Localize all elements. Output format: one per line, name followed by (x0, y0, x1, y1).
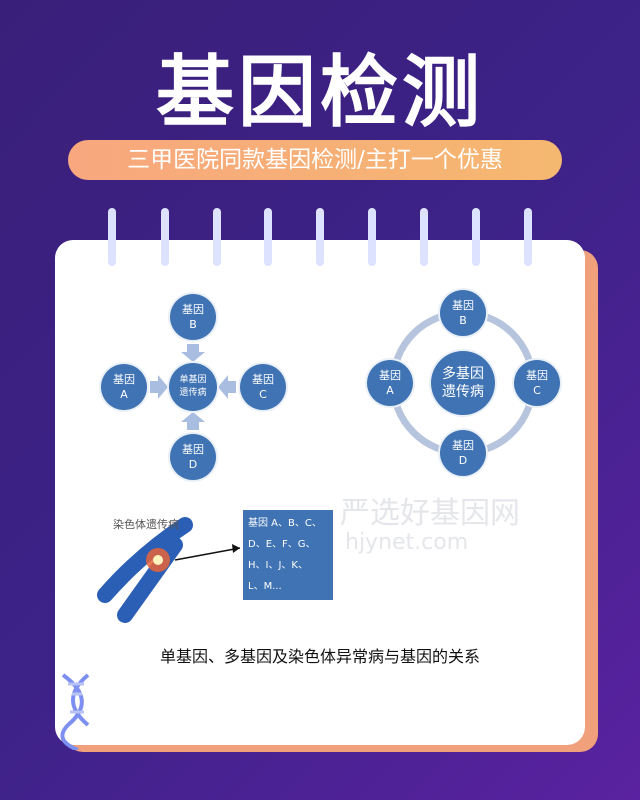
gene-list-line: L、M... (248, 581, 282, 592)
node-label: 基因 (379, 369, 401, 382)
gene-node: 基因 D (170, 434, 216, 480)
gene-list-line: D、E、F、G、 (248, 539, 316, 550)
gene-node: 单基因遗传病 (169, 363, 217, 411)
binding-ring (207, 208, 227, 270)
gene-list-line: 基因 A、B、C、 (248, 518, 322, 529)
subtitle-banner: 三甲医院同款基因检测/主打一个优惠 (68, 140, 562, 180)
gene-node: 基因 A (101, 364, 147, 410)
gene-list-box: 基因 A、B、C、 D、E、F、G、 H、I、J、K、 L、M... (243, 510, 333, 600)
node-letter: D (188, 458, 198, 471)
node-letter: 遗传病 (442, 384, 484, 400)
node-label: 基因 (182, 303, 204, 316)
binding-ring (310, 208, 330, 270)
node-label: 基因 (182, 443, 204, 456)
node-label: 多基因 (442, 366, 484, 382)
binding-ring (155, 208, 175, 270)
node-letter: C (259, 388, 267, 401)
arrows (150, 344, 236, 430)
node-label: 单基因 (179, 375, 207, 385)
binding-ring (466, 208, 486, 270)
gene-node: 基因 A (367, 360, 413, 406)
page-title: 基因检测 (155, 48, 484, 138)
binding-ring (518, 208, 538, 270)
node-letter: C (533, 384, 541, 397)
gene-node: 基因 C (240, 364, 286, 410)
gene-node: 基因 B (170, 294, 216, 340)
binding-ring (414, 208, 434, 270)
node-label: 基因 (252, 373, 274, 386)
binding-ring (102, 208, 122, 270)
gene-node: 多基因遗传病 (431, 351, 495, 415)
gene-node: 基因 B (440, 290, 486, 336)
dna-icon (60, 673, 90, 750)
node-label: 基因 (526, 369, 548, 382)
binding-ring (258, 208, 278, 270)
node-letter: B (459, 314, 467, 327)
chromosome-arrow (174, 547, 241, 561)
node-label: 基因 (452, 439, 474, 452)
node-letter: 遗传病 (179, 388, 207, 398)
node-letter: D (458, 454, 468, 467)
node-letter: A (120, 388, 128, 401)
node-label: 基因 (452, 299, 474, 312)
chromosome-label: 染色体遗传病 (113, 518, 179, 531)
figure-caption: 单基因、多基因及染色体异常病与基因的关系 (159, 647, 480, 666)
node-letter: A (386, 384, 394, 397)
watermark-url: hjynet.com (345, 530, 469, 555)
watermark-text: 严选好基因网 (340, 496, 520, 531)
chromosome-image (97, 517, 193, 623)
node-label: 基因 (113, 373, 135, 386)
binding-ring (362, 208, 382, 270)
gene-list-line: H、I、J、K、 (248, 560, 308, 571)
node-letter: B (189, 318, 197, 331)
gene-node: 基因 C (514, 360, 560, 406)
gene-node: 基因 D (440, 430, 486, 476)
